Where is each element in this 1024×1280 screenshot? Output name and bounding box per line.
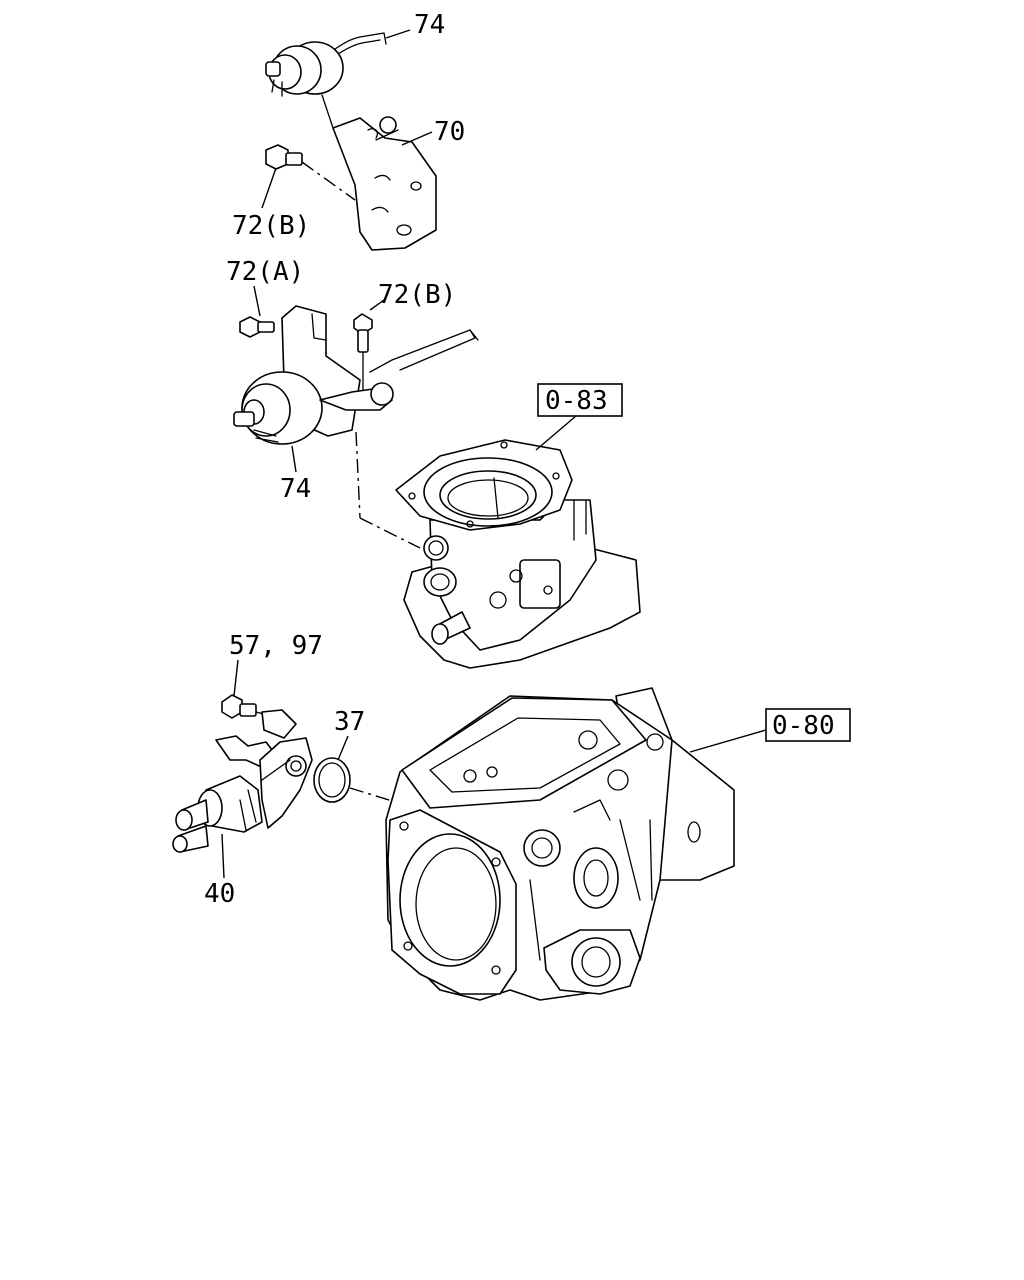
leader-72b-top — [261, 167, 277, 209]
ref-box-0-80: 0-80 — [765, 708, 851, 742]
ref-box-0-83: 0-83 — [537, 383, 623, 417]
callout-74-top: 74 — [414, 10, 445, 40]
leader-70 — [401, 131, 433, 146]
callout-37: 37 — [334, 707, 365, 737]
bolt-57-97 — [221, 694, 279, 719]
part-40-valve — [172, 709, 313, 853]
throttle-body-0-83 — [395, 439, 641, 669]
svg-text:0-83: 0-83 — [545, 386, 608, 416]
callout-74-middle: 74 — [280, 474, 311, 504]
callout-72b-middle: 72(B) — [378, 280, 456, 310]
callout-40: 40 — [204, 879, 235, 909]
leader-72a — [253, 285, 261, 317]
dashline-lower — [349, 787, 403, 805]
leader-74-middle — [291, 445, 297, 473]
callout-72a: 72(A) — [226, 257, 304, 287]
leader-40 — [221, 833, 225, 879]
svg-text:0-80: 0-80 — [772, 711, 835, 741]
intake-housing-0-80 — [385, 687, 735, 1001]
bolt-72a — [239, 316, 275, 338]
actuator-74-top — [265, 32, 387, 97]
bracket-70 — [321, 94, 437, 251]
leader-57-97 — [233, 659, 239, 697]
callout-57-97: 57, 97 — [229, 631, 323, 661]
bolt-72b-middle — [353, 313, 373, 391]
leader-37 — [337, 735, 349, 761]
callout-70: 70 — [434, 117, 465, 147]
bolt-72b-top — [265, 144, 356, 201]
leader-74-top — [385, 29, 411, 39]
callout-72b-top: 72(B) — [232, 211, 310, 241]
o-ring-37 — [313, 757, 351, 803]
leader-0-83 — [535, 415, 577, 451]
leader-72b-middle — [369, 299, 385, 311]
leader-0-80 — [689, 729, 767, 753]
actuator-74-middle — [233, 305, 479, 445]
dashline-middle — [355, 431, 361, 519]
